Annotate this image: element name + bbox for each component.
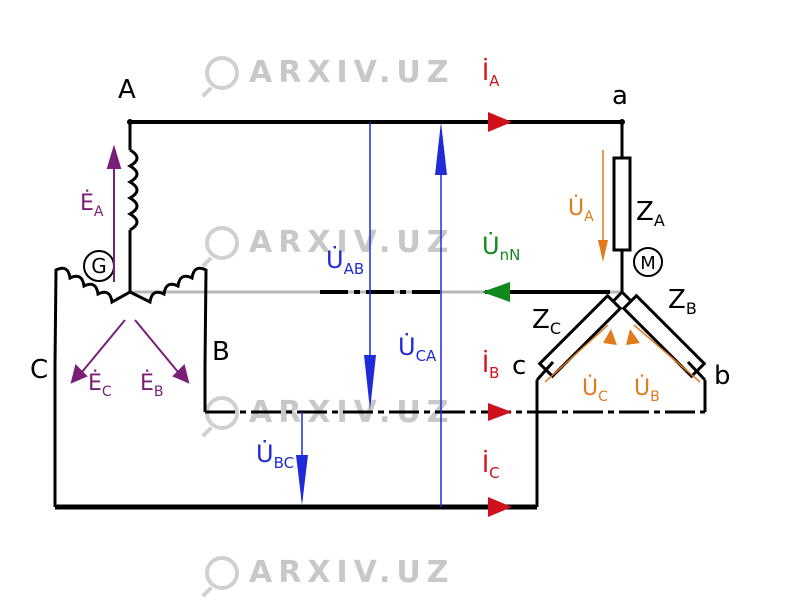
neutral-voltage-arrow — [482, 282, 510, 302]
load-impedance-b — [620, 290, 707, 382]
node-labels: A B C a b c — [30, 75, 731, 391]
watermark-text: ARXIV.UZ — [249, 55, 455, 90]
phase-voltage-b-arrow — [626, 324, 701, 383]
phase-voltage-label-a: U̇A — [568, 195, 594, 225]
motor-label: M — [640, 253, 656, 274]
current-arrows — [488, 112, 512, 517]
watermark-text: ARXIV.UZ — [249, 555, 455, 590]
emf-arrows — [70, 144, 190, 384]
neutral-voltage-label: U̇nN — [482, 232, 520, 264]
watermark-text: ARXIV.UZ — [249, 225, 455, 260]
node-label-gen-c: C — [30, 355, 48, 385]
current-arrow-a — [488, 112, 512, 132]
watermark: ARXIV.UZ — [205, 225, 454, 260]
emf-labels: ĖA ĖC ĖB — [80, 190, 164, 400]
current-labels: İA İB İC — [482, 57, 500, 482]
emf-label-c: ĖC — [88, 370, 112, 400]
wire-phase-b — [203, 365, 707, 414]
generator-winding-a — [126, 122, 139, 292]
current-label-a: İA — [482, 57, 500, 90]
phase-voltage-label-c: U̇C — [582, 375, 608, 405]
emf-label-a: ĖA — [80, 190, 104, 220]
current-label-c: İC — [482, 449, 500, 482]
line-voltage-ubc-arrow — [296, 412, 308, 505]
current-label-b: İB — [482, 349, 499, 382]
watermark-logo-icon — [205, 225, 239, 260]
watermark-logo-icon — [205, 55, 239, 90]
node-label-load-b: b — [714, 361, 731, 391]
impedance-labels: ZA ZC ZB — [532, 197, 697, 338]
phase-voltage-label-b: U̇B — [634, 375, 660, 405]
impedance-label-b: ZB — [668, 285, 697, 318]
line-voltage-uab-arrow — [364, 122, 376, 410]
line-voltage-labels: U̇AB U̇CA U̇BC — [256, 246, 437, 472]
node-label-load-a: a — [612, 81, 628, 111]
watermark: ARXIV.UZ — [205, 55, 454, 90]
line-voltage-label-ubc: U̇BC — [256, 440, 294, 472]
line-voltage-label-uab: U̇AB — [326, 246, 364, 278]
phase-voltage-a-arrow — [598, 150, 608, 262]
phase-voltage-c-arrow — [544, 324, 617, 383]
line-voltage-uca-arrow — [435, 122, 447, 507]
line-voltage-label-uca: U̇CA — [398, 333, 437, 365]
watermark: ARXIV.UZ — [205, 555, 454, 590]
svg-text:U̇nN: U̇nN — [482, 232, 520, 264]
wire-phase-a — [127, 119, 625, 158]
generator-winding-b — [129, 266, 208, 366]
impedance-label-a: ZA — [636, 197, 665, 230]
node-label-load-c: c — [512, 351, 526, 381]
generator-winding-c — [53, 266, 131, 366]
current-arrow-b — [488, 403, 512, 421]
wire-phase-c — [53, 365, 539, 510]
load-impedance-c — [535, 290, 624, 412]
impedance-label-c: ZC — [532, 305, 561, 338]
generator-label: G — [91, 254, 107, 278]
emf-label-b: ĖB — [140, 370, 164, 400]
generator-symbol: G — [83, 250, 115, 282]
phase-voltage-labels: U̇A U̇C U̇B — [568, 195, 660, 405]
node-label-gen-b: B — [212, 337, 230, 367]
load-impedance-a — [612, 156, 632, 292]
current-arrow-c — [488, 497, 512, 517]
motor-symbol: M — [633, 247, 663, 277]
node-label-gen-a: A — [118, 75, 136, 105]
watermark-logo-icon — [205, 555, 239, 590]
